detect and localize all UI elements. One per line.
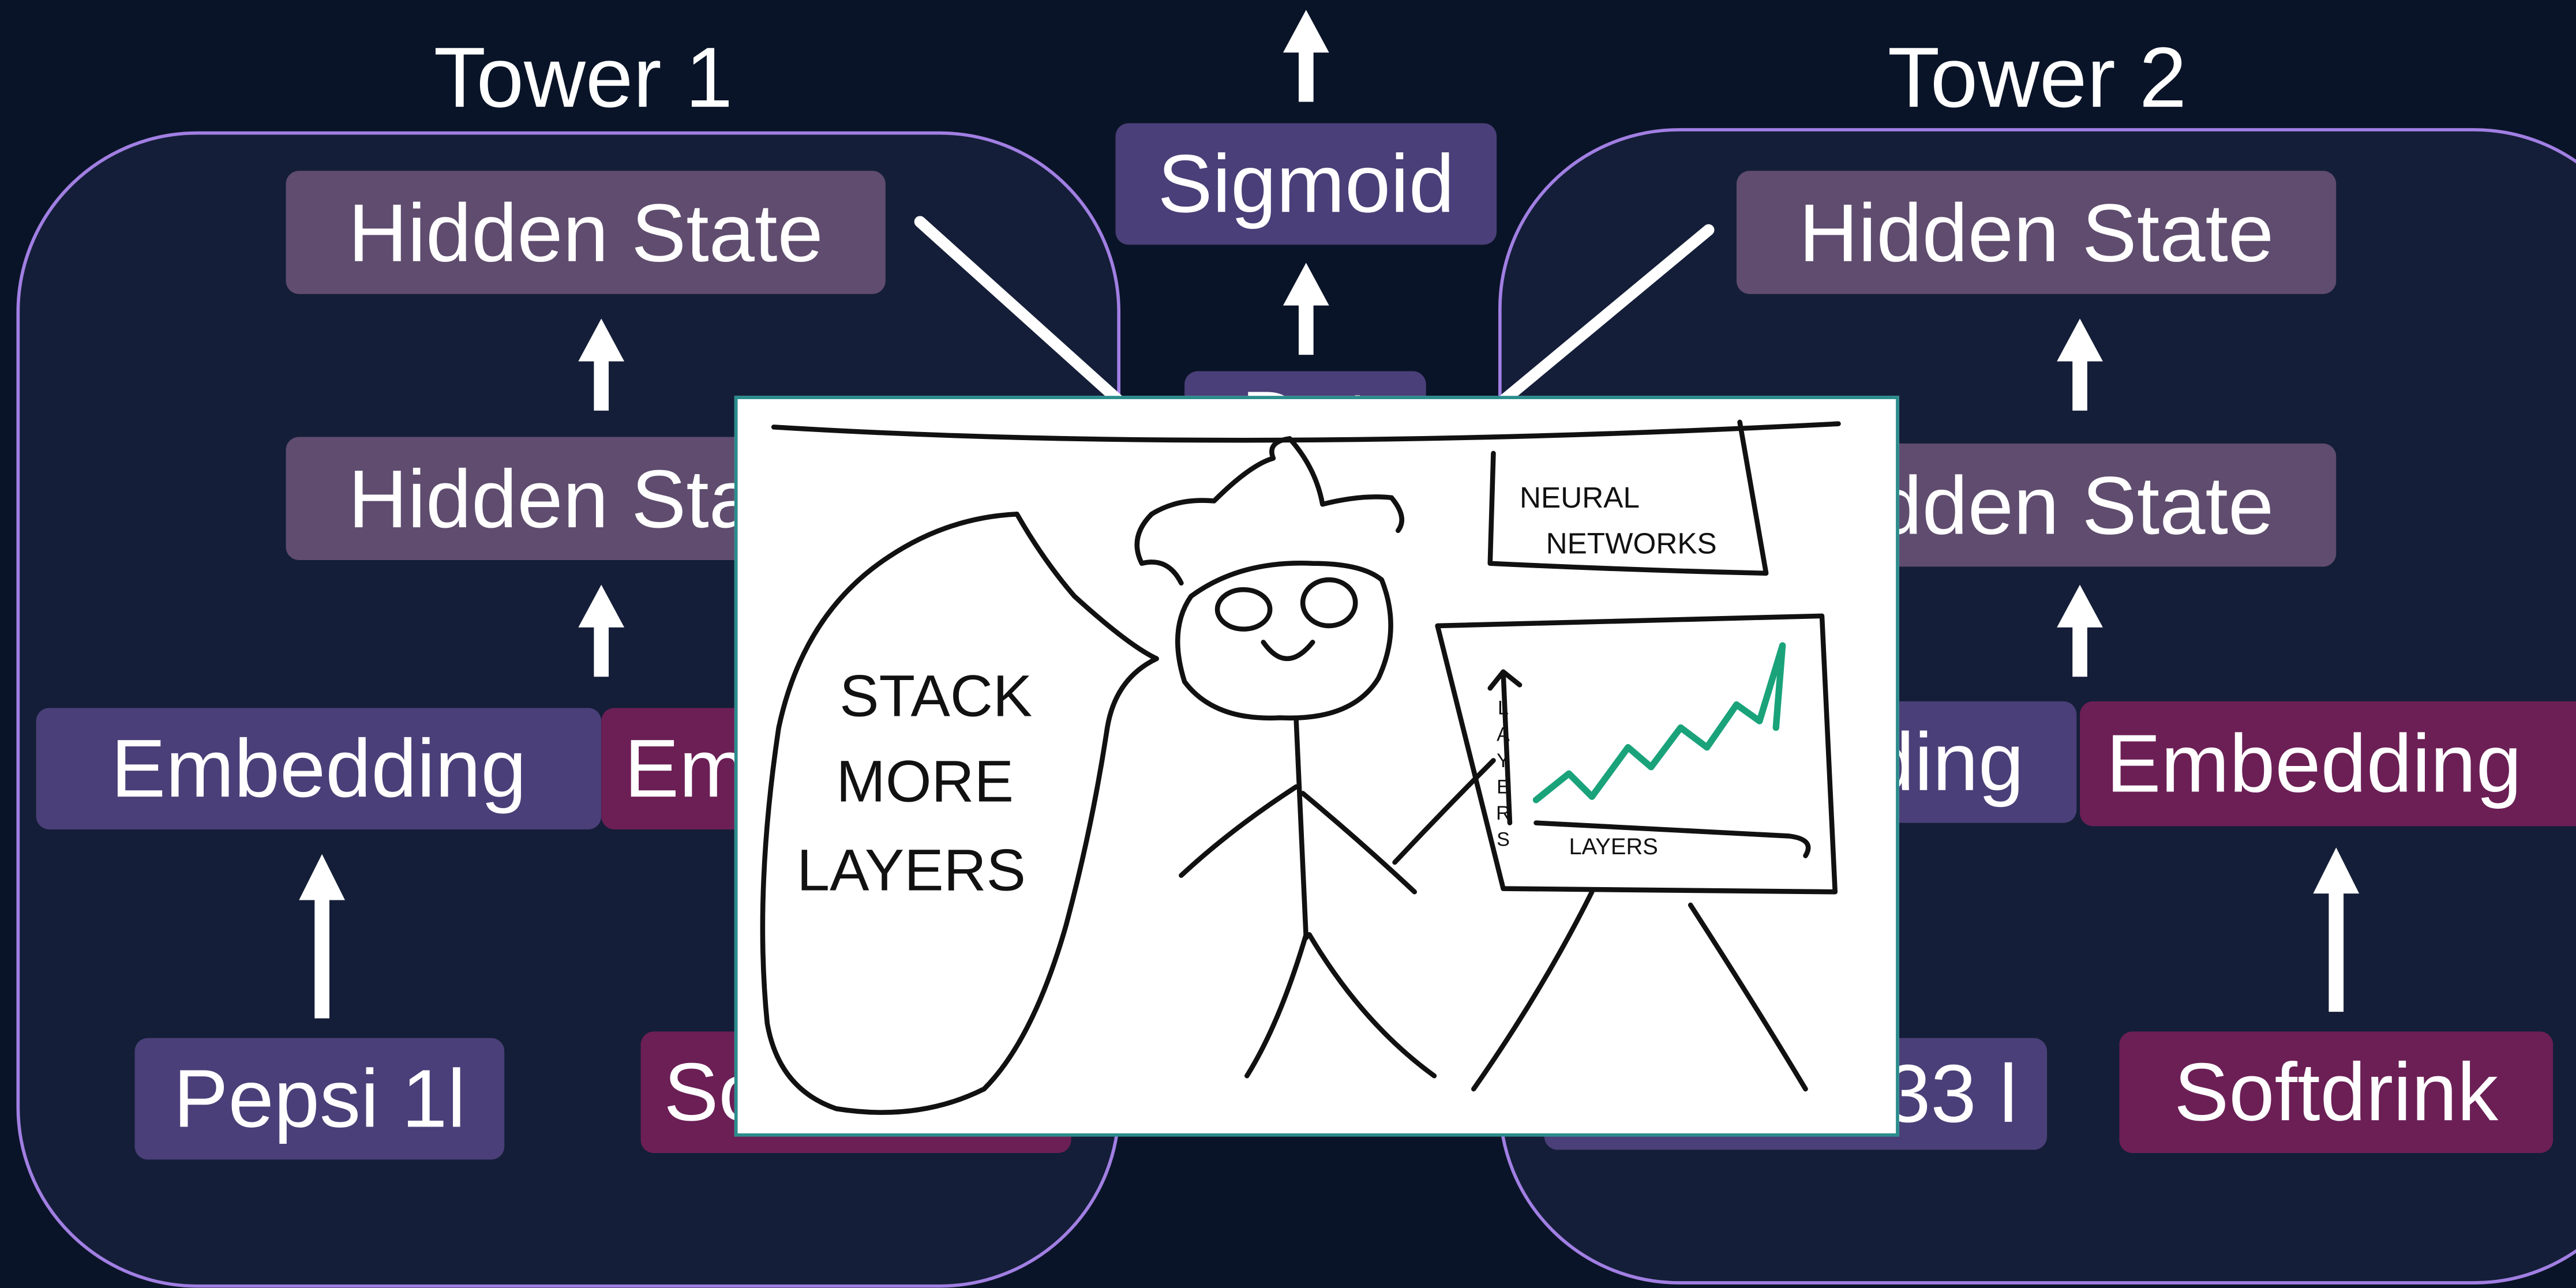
tower1-input-left: Pepsi 1l bbox=[134, 1038, 505, 1160]
tower2-hidden-state-top: Hidden State bbox=[1736, 171, 2337, 294]
tower1-embedding-left: Embedding bbox=[36, 708, 602, 830]
easel-leg-right bbox=[1688, 902, 1808, 1092]
jester-eye-left bbox=[1214, 587, 1273, 632]
meme-drawing bbox=[760, 419, 1841, 1115]
chart-y-label: LAYERS bbox=[1496, 696, 1510, 851]
arrow-up-t1-a bbox=[578, 318, 625, 411]
tower1-title: Tower 1 bbox=[433, 31, 733, 127]
stick-leg-right bbox=[1307, 932, 1437, 1079]
stick-arm-right bbox=[1300, 791, 1418, 895]
sign-box bbox=[1487, 419, 1769, 576]
jester-face bbox=[1175, 561, 1393, 721]
stick-body bbox=[1293, 718, 1309, 941]
chart-board bbox=[1435, 613, 1838, 895]
chart-x-label: LAYERS bbox=[1569, 832, 1658, 859]
tower1-to-center-line bbox=[914, 216, 1139, 420]
ceiling-line bbox=[771, 421, 1841, 443]
meme-image: STACK MORE LAYERS NEURAL NETWORKS LAYERS… bbox=[734, 396, 1899, 1137]
diagram-stage: Tower 1 Tower 2 Sigmoid Dot Hidden State… bbox=[16, 10, 2576, 1288]
sigmoid-box: Sigmoid bbox=[1115, 123, 1497, 245]
chart-x-axis bbox=[1533, 820, 1811, 858]
tower2-embedding-right: Embedding bbox=[2080, 701, 2576, 827]
speech-line-2: MORE bbox=[836, 747, 1014, 815]
sign-text-line-2: NETWORKS bbox=[1546, 527, 1717, 561]
easel-leg-left bbox=[1471, 889, 1595, 1092]
jester-mouth bbox=[1261, 640, 1315, 662]
tower2-to-center-line bbox=[1489, 224, 1715, 414]
jester-hat bbox=[1134, 436, 1404, 586]
trend-line bbox=[1532, 642, 1786, 803]
arrow-up-t2-b bbox=[2057, 584, 2103, 677]
stick-arm-pointer bbox=[1392, 758, 1496, 865]
arrow-up-t1-b bbox=[578, 584, 625, 677]
arrow-up-top bbox=[1283, 10, 1329, 102]
tower1-hidden-state-top: Hidden State bbox=[286, 171, 886, 294]
arrow-up-sigmoid bbox=[1283, 262, 1329, 355]
arrow-up-t1-c bbox=[299, 854, 345, 1019]
connector-layer bbox=[299, 10, 2360, 1019]
stick-leg-left bbox=[1244, 932, 1309, 1079]
jester-eye-right bbox=[1300, 577, 1358, 629]
arrow-up-t2-a bbox=[2057, 318, 2103, 411]
tower2-title: Tower 2 bbox=[1887, 31, 2187, 127]
sign-text-line-1: NEURAL bbox=[1520, 481, 1640, 515]
speech-bubble bbox=[760, 512, 1159, 1115]
speech-line-1: STACK bbox=[839, 662, 1033, 730]
speech-line-3: LAYERS bbox=[797, 836, 1026, 904]
chart-y-axis bbox=[1487, 669, 1523, 825]
tower2-input-right: Softdrink bbox=[2119, 1031, 2553, 1154]
stick-arm-left bbox=[1179, 784, 1299, 878]
arrow-up-t2-c bbox=[2313, 847, 2360, 1012]
